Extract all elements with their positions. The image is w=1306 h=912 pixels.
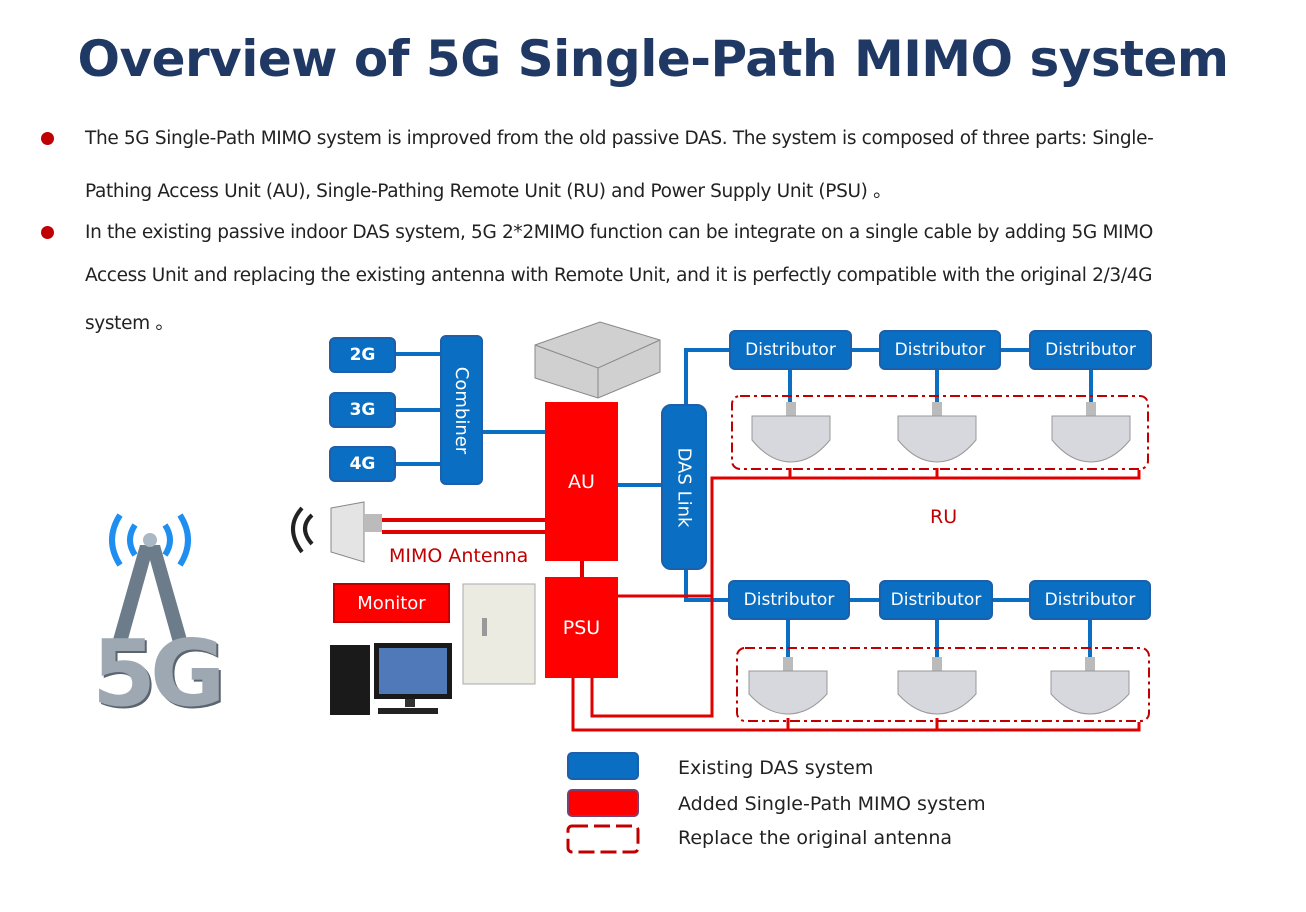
psu-box: PSU bbox=[545, 577, 618, 678]
ceiling-antenna-icon bbox=[751, 402, 831, 463]
page-title: Overview of 5G Single-Path MIMO system bbox=[77, 30, 1230, 88]
bullet-1-line-1: The 5G Single-Path MIMO system is improv… bbox=[85, 128, 1154, 149]
distributor-top-3: Distributor bbox=[1029, 330, 1152, 370]
ceiling-antenna-icon bbox=[1050, 657, 1130, 715]
bullet-1-line-2: Pathing Access Unit (AU), Single-Pathing… bbox=[85, 181, 892, 202]
das-link-box: DAS Link bbox=[661, 404, 707, 570]
au-box: AU bbox=[545, 402, 618, 561]
mimo-antenna-label: MIMO Antenna bbox=[389, 545, 529, 567]
legend-label-existing: Existing DAS system bbox=[678, 757, 874, 779]
bullet-dot bbox=[41, 226, 54, 239]
monitor-box: Monitor bbox=[333, 583, 450, 623]
combiner-label: Combiner bbox=[451, 366, 472, 454]
ru-label: RU bbox=[930, 506, 958, 528]
ceiling-antenna-icon bbox=[748, 657, 828, 715]
legend-label-added: Added Single-Path MIMO system bbox=[678, 793, 986, 815]
5g-tower-icon bbox=[109, 513, 191, 650]
source-box-3g: 3G bbox=[329, 392, 396, 428]
5g-logo-text: 5G bbox=[92, 620, 226, 727]
ceiling-antenna-icon bbox=[897, 657, 977, 715]
power-cabinet-icon bbox=[462, 583, 536, 685]
distributor-top-1: Distributor bbox=[729, 330, 852, 370]
bullet-2-line-1: In the existing passive indoor DAS syste… bbox=[85, 222, 1153, 243]
mimo-antenna-icon bbox=[291, 501, 382, 563]
legend-swatch-blue bbox=[567, 752, 639, 780]
ceiling-antenna-icon bbox=[1051, 402, 1131, 463]
distributor-bottom-1: Distributor bbox=[728, 580, 850, 620]
ceiling-antenna-icon bbox=[897, 402, 977, 463]
legend-swatch-red bbox=[567, 789, 639, 817]
computer-icon bbox=[330, 643, 452, 715]
combiner-box: Combiner bbox=[440, 335, 483, 485]
source-box-2g: 2G bbox=[329, 337, 396, 373]
bullet-2-line-2: Access Unit and replacing the existing a… bbox=[85, 265, 1153, 286]
source-box-4g: 4G bbox=[329, 446, 396, 482]
legend-label-replace: Replace the original antenna bbox=[678, 827, 953, 849]
bullet-dot bbox=[41, 132, 54, 145]
legend-swatch-dashed bbox=[566, 824, 640, 854]
das-link-label: DAS Link bbox=[673, 447, 695, 527]
au-device-icon bbox=[534, 321, 661, 399]
distributor-bottom-2: Distributor bbox=[879, 580, 993, 620]
distributor-top-2: Distributor bbox=[879, 330, 1001, 370]
bullet-2-line-3: system 。 bbox=[85, 313, 174, 334]
distributor-bottom-3: Distributor bbox=[1029, 580, 1151, 620]
